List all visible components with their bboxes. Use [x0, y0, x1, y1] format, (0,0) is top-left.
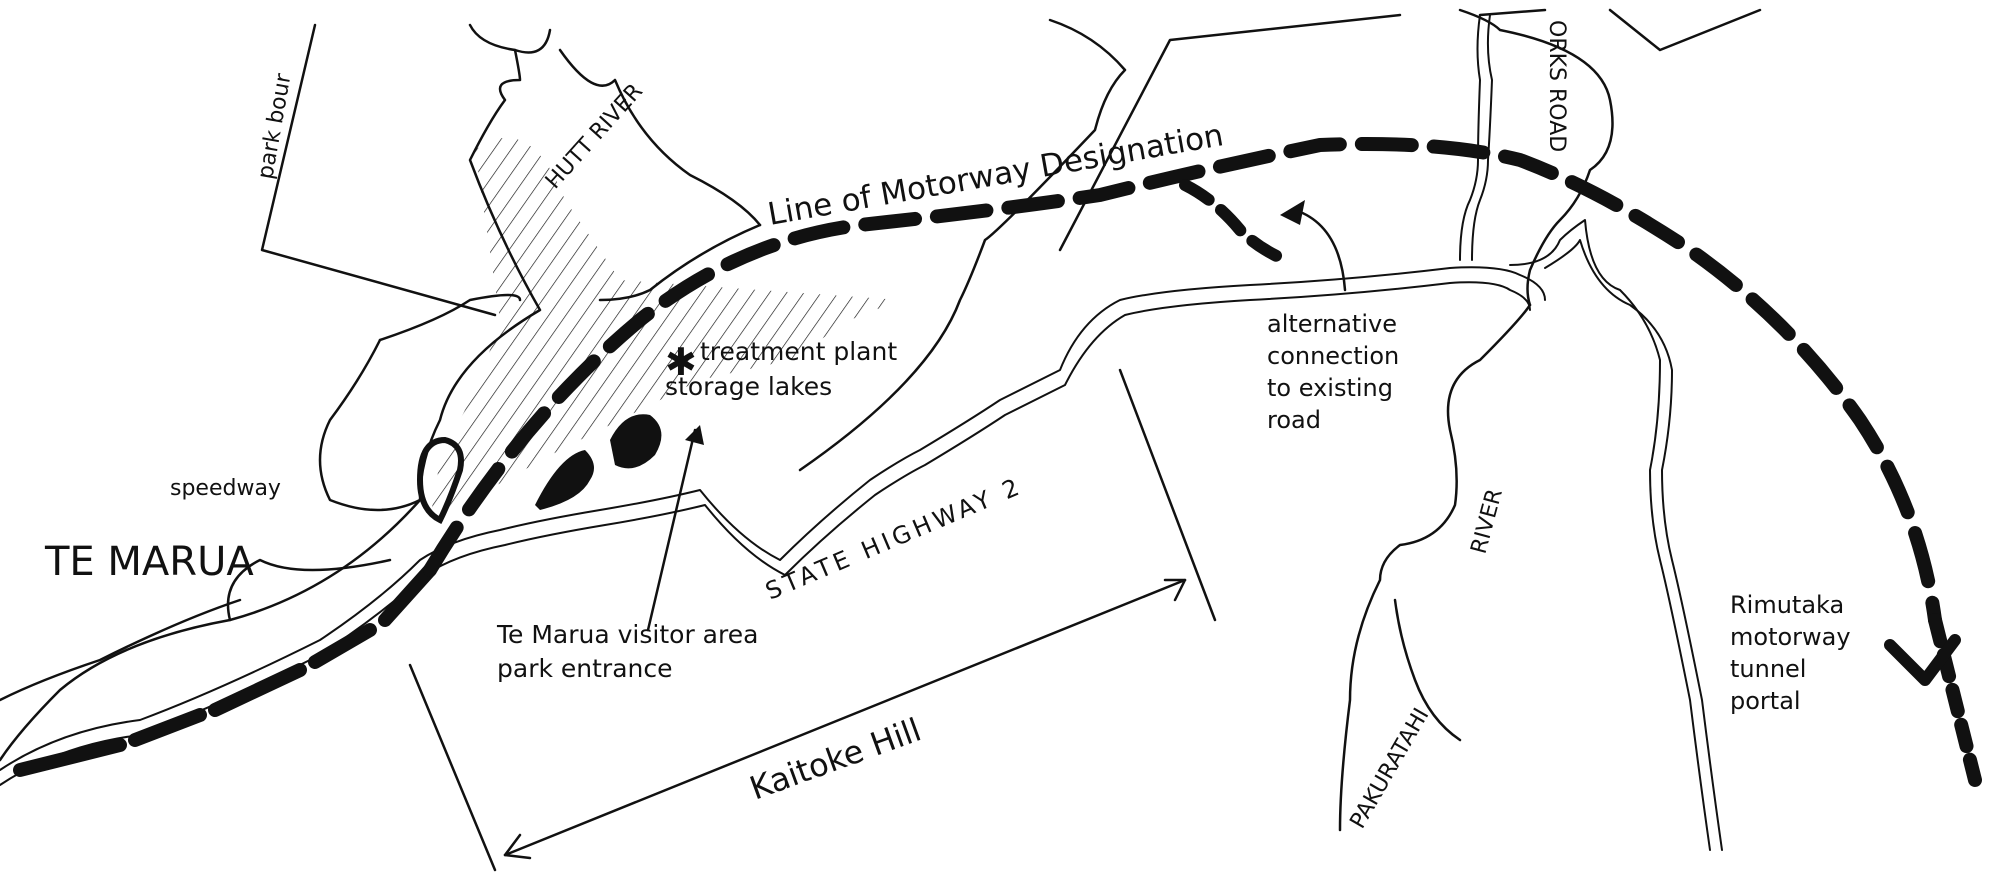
hutt-river — [0, 18, 1127, 762]
label-tunnel-portal-line-2: motorway — [1730, 623, 1851, 651]
label-alternative-line-2: connection — [1267, 342, 1399, 370]
motorway-existing-section — [13, 563, 437, 777]
label-hutt-river: HUTT RIVER — [541, 79, 648, 194]
label-te-marua: TE MARUA — [44, 539, 254, 585]
kaitoke-arrow-west — [503, 833, 532, 860]
storage-lakes — [535, 414, 662, 510]
alternative-connection-arrow — [1293, 208, 1347, 292]
hatched-park-area — [430, 137, 900, 520]
label-storage-lakes: storage lakes — [665, 372, 832, 401]
label-tunnel-portal-line-4: portal — [1730, 687, 1801, 715]
label-works-road: ORKS ROAD — [1544, 20, 1569, 152]
label-visitor-area-line-2: park entrance — [497, 654, 673, 683]
label-kaitoke-hill: Kaitoke Hill — [745, 711, 926, 808]
alternative-connection-line — [1179, 179, 1296, 268]
label-tunnel-portal-line-1: Rimutaka — [1730, 591, 1844, 619]
motorway-designation-end — [1928, 613, 1982, 787]
kaitoke-arrow-east — [1163, 578, 1187, 602]
label-treatment-plant: treatment plant — [700, 337, 897, 366]
tunnel-portal-marker — [1884, 634, 1961, 686]
label-tunnel-portal-line-3: tunnel — [1730, 655, 1806, 683]
visitor-area-arrowhead — [685, 425, 704, 445]
park-boundary — [260, 8, 1762, 317]
label-alternative-line-4: road — [1267, 406, 1321, 434]
works-road — [1459, 14, 1723, 851]
kaitoke-hill-dimension-line — [503, 578, 1187, 857]
label-alternative-line-1: alternative — [1267, 310, 1397, 338]
treatment-plant-icon: ✱ — [665, 340, 697, 384]
motorway-designation-line — [423, 137, 1942, 627]
label-visitor-area-line-1: Te Marua visitor area — [496, 620, 758, 649]
label-alternative-line-3: to existing — [1267, 374, 1393, 402]
label-speedway: speedway — [170, 476, 281, 501]
label-pakuratahi-river-upper: RIVER — [1467, 486, 1508, 556]
alternative-connection-arrowhead — [1280, 200, 1305, 225]
speedway-track — [416, 436, 464, 525]
pakuratahi-river — [1338, 8, 1614, 832]
label-pakuratahi-river-lower: PAKURATAHI — [1346, 704, 1435, 833]
pointers — [408, 368, 1217, 872]
